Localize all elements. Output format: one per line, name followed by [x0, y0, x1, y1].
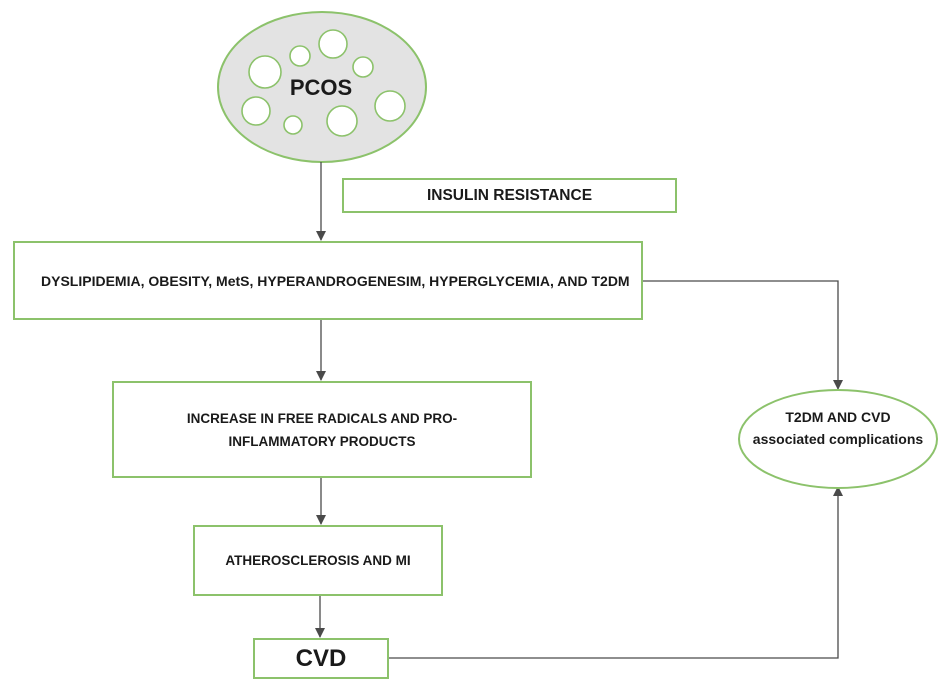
complications-label: T2DM AND CVD associated complications	[752, 409, 924, 447]
atherosclerosis-box: ATHEROSCLEROSIS AND MI	[193, 525, 443, 596]
risk-factors-label: DYSLIPIDEMIA, OBESITY, MetS, HYPERANDROG…	[41, 272, 630, 289]
pcos-ovary-icon	[217, 11, 427, 163]
follicle	[352, 56, 374, 78]
follicle	[374, 90, 406, 122]
complications-node	[738, 389, 938, 489]
cvd-box: CVD	[253, 638, 389, 679]
follicle	[289, 45, 311, 67]
insulin-resistance-box: INSULIN RESISTANCE	[342, 178, 677, 213]
pcos-label: PCOS	[289, 75, 353, 100]
cvd-label: CVD	[295, 644, 347, 672]
follicle	[318, 29, 348, 59]
follicle	[283, 115, 303, 135]
free-radicals-label: INCREASE IN FREE RADICALS AND PRO-INFLAM…	[186, 410, 458, 449]
follicle	[248, 55, 282, 89]
follicle	[241, 96, 271, 126]
atherosclerosis-label: ATHEROSCLEROSIS AND MI	[225, 553, 411, 568]
pcos-node	[217, 11, 427, 163]
free-radicals-box: INCREASE IN FREE RADICALS AND PRO-INFLAM…	[112, 381, 532, 478]
arrow-risk-factors-to-complications	[643, 280, 843, 390]
arrow-cvd-to-complications	[389, 486, 843, 659]
follicle	[326, 105, 358, 137]
risk-factors-box: DYSLIPIDEMIA, OBESITY, MetS, HYPERANDROG…	[13, 241, 643, 320]
insulin-resistance-label: INSULIN RESISTANCE	[426, 186, 593, 204]
